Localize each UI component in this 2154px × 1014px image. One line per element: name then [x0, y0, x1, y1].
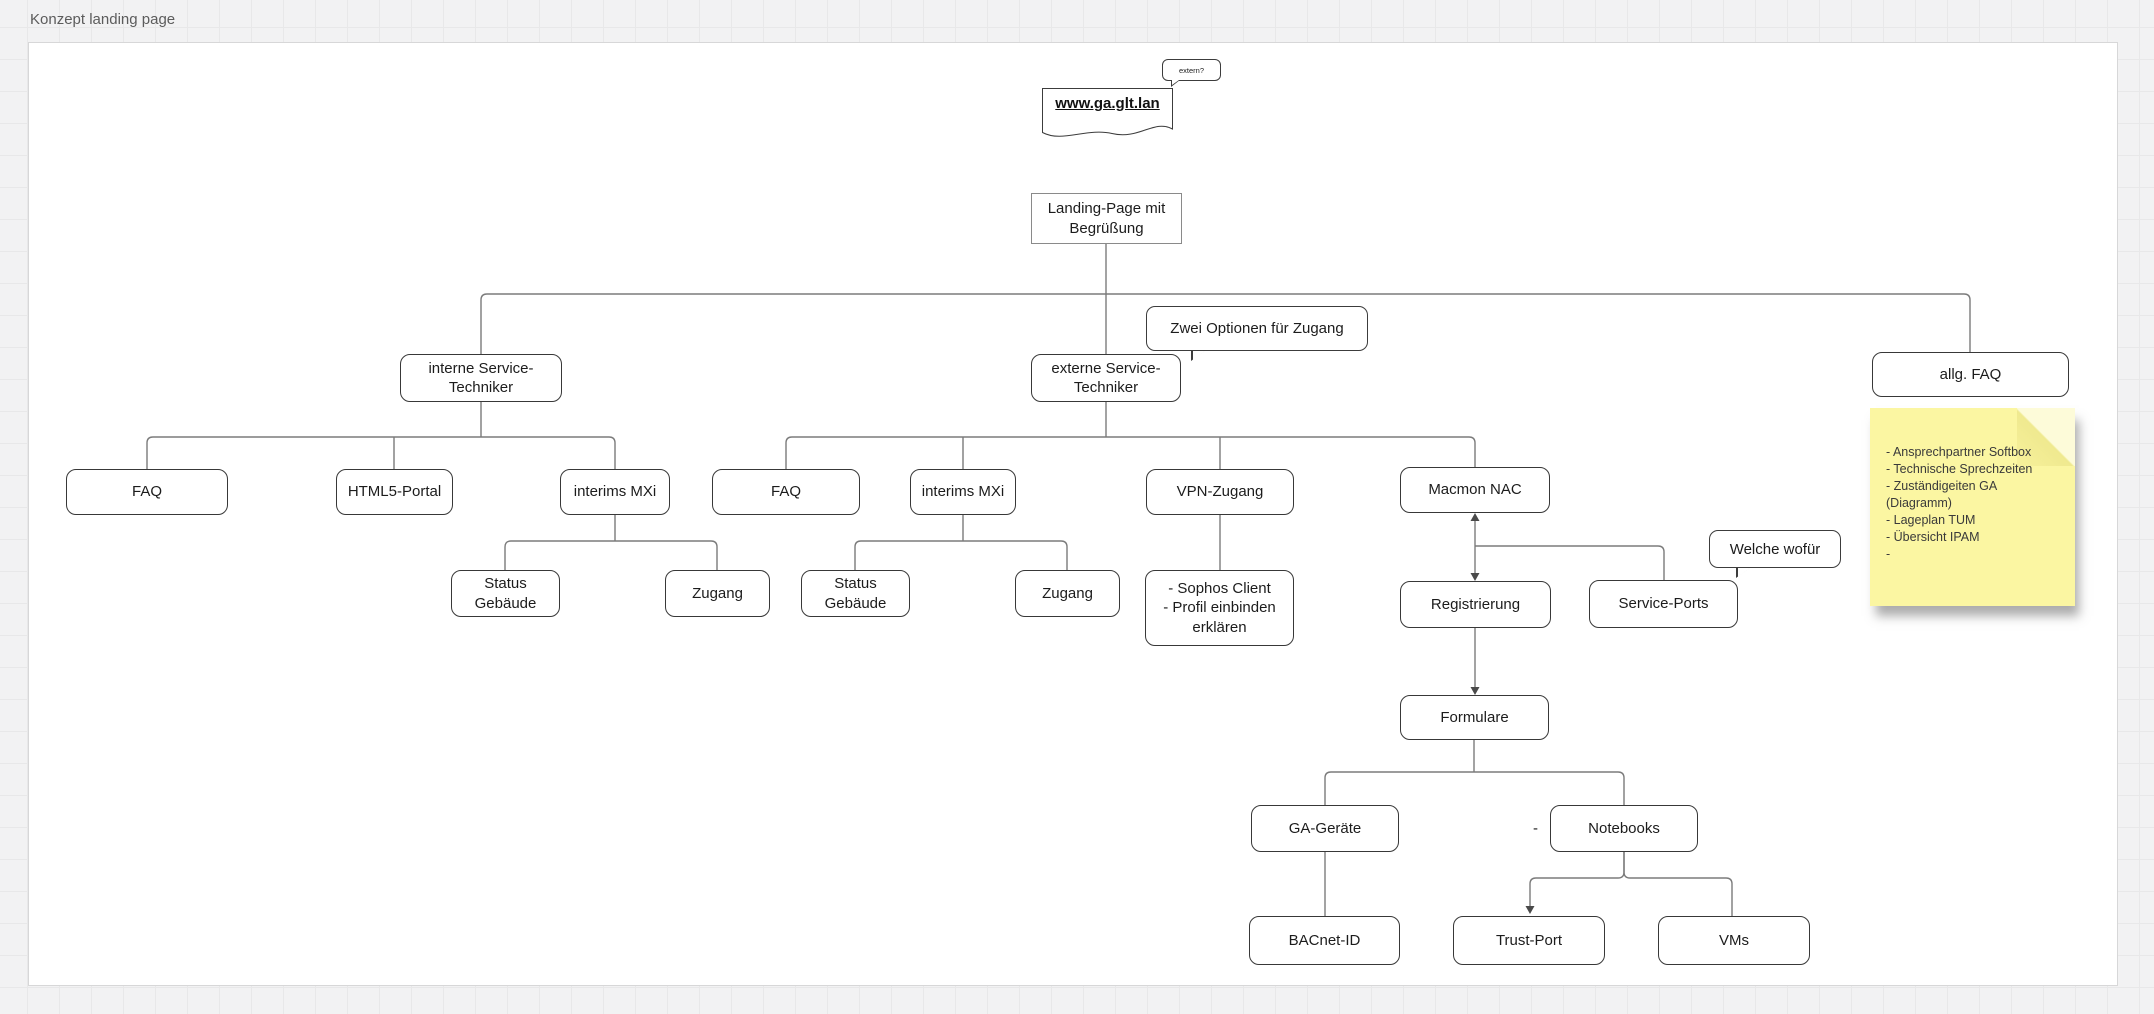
node-html5-portal[interactable]: HTML5-Portal: [336, 469, 453, 515]
callout-tail: [1171, 80, 1180, 87]
node-registrierung[interactable]: Registrierung: [1400, 581, 1551, 628]
node-formulare[interactable]: Formulare: [1400, 695, 1549, 740]
node-macmon-nac[interactable]: Macmon NAC: [1400, 467, 1550, 513]
node-bacnet-id[interactable]: BACnet-ID: [1249, 916, 1400, 965]
callout-welche-wofuer-label: Welche wofür: [1729, 540, 1821, 558]
node-faq-interne[interactable]: FAQ: [66, 469, 228, 515]
node-landing-page[interactable]: Landing-Page mit Begrüßung: [1031, 193, 1182, 244]
node-trust-port[interactable]: Trust-Port: [1453, 916, 1605, 965]
node-interims-mxi-interne[interactable]: interims MXi: [560, 469, 670, 515]
node-status-gebaeude-interne[interactable]: Status Gebäude: [451, 570, 560, 617]
node-externe-service-techniker[interactable]: externe Service- Techniker: [1031, 354, 1181, 402]
node-sophos-client[interactable]: - Sophos Client - Profil einbinden erklä…: [1145, 570, 1294, 646]
node-service-ports[interactable]: Service-Ports: [1589, 580, 1738, 628]
url-document-shape[interactable]: www.ga.glt.lan: [1042, 88, 1173, 144]
node-vpn-zugang[interactable]: VPN-Zugang: [1146, 469, 1294, 515]
sticky-note-text: - Ansprechpartner Softbox - Technische S…: [1886, 445, 2033, 561]
node-status-gebaeude-externe[interactable]: Status Gebäude: [801, 570, 910, 617]
node-faq-externe[interactable]: FAQ: [712, 469, 860, 515]
node-zugang-interne[interactable]: Zugang: [665, 570, 770, 617]
callout-zwei-optionen-label: Zwei Optionen für Zugang: [1170, 320, 1344, 337]
callout-tail: [1736, 567, 1751, 578]
callout-extern[interactable]: extern?: [1162, 59, 1221, 87]
node-notebooks[interactable]: Notebooks: [1550, 805, 1698, 852]
node-interne-service-techniker[interactable]: interne Service- Techniker: [400, 354, 562, 402]
node-vms[interactable]: VMs: [1658, 916, 1810, 965]
node-zugang-externe[interactable]: Zugang: [1015, 570, 1120, 617]
node-interims-mxi-externe[interactable]: interims MXi: [910, 469, 1016, 515]
stray-dash-label[interactable]: -: [1533, 820, 1538, 837]
url-label: www.ga.glt.lan: [1055, 95, 1160, 112]
diagram-title: Konzept landing page: [30, 11, 176, 28]
callout-tail: [1191, 350, 1206, 361]
document-wave-outline: [1042, 88, 1173, 137]
sticky-note[interactable]: - Ansprechpartner Softbox - Technische S…: [1870, 408, 2075, 606]
callout-welche-wofuer[interactable]: Welche wofür: [1709, 530, 1841, 578]
callout-extern-label: extern?: [1178, 65, 1205, 75]
callout-zwei-optionen[interactable]: Zwei Optionen für Zugang: [1146, 306, 1368, 361]
node-allg-faq[interactable]: allg. FAQ: [1872, 352, 2069, 397]
node-ga-geraete[interactable]: GA-Geräte: [1251, 805, 1399, 852]
